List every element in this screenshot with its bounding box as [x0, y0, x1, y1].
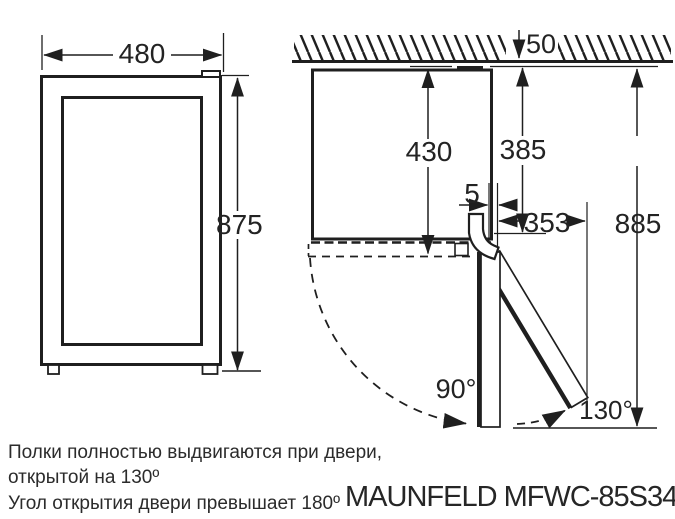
- overall-clearance-dimension: [513, 68, 657, 429]
- front-hinge-cap: [201, 70, 221, 78]
- hinge-clearance-label: 5: [464, 178, 480, 209]
- depth-overall-label: 430: [405, 136, 453, 167]
- front-width-label: 480: [118, 38, 166, 69]
- wall-hatch: [294, 35, 671, 60]
- top-view: [292, 30, 673, 429]
- front-width-dimension: [41, 33, 225, 72]
- top-cabinet-outline: [311, 68, 493, 241]
- rotation-arc-130: [516, 409, 566, 429]
- depth-body-dimension: [494, 67, 546, 235]
- hinge-clearance-dimension: [459, 183, 518, 250]
- door-open-90: [477, 251, 501, 428]
- front-height-dimension: [222, 74, 261, 372]
- model-name: MAUNFELD MFWC-85S34: [345, 481, 675, 513]
- door-handle: [467, 212, 500, 261]
- depth-body-label: 385: [499, 134, 547, 165]
- note-shelves-line1: Полки полностью выдвигаются при двери,: [8, 442, 383, 463]
- note-door-angle: Угол открытия двери превышает 180º: [8, 493, 341, 514]
- note-shelves-line2: открытой на 130º: [8, 467, 160, 488]
- wall-gap-label: 50: [525, 29, 557, 59]
- front-feet: [47, 364, 219, 375]
- door-angle-130-label: 130°: [579, 395, 633, 425]
- door-projection-dimension: [498, 202, 588, 414]
- front-glass-door-frame: [61, 96, 203, 346]
- front-view: [40, 33, 261, 375]
- door-swing-arc: [309, 257, 467, 429]
- front-height-label: 875: [216, 209, 263, 240]
- overall-clearance-label: 885: [614, 208, 662, 239]
- door-angle-90-label: 90°: [435, 374, 477, 404]
- closed-door-dashed: [307, 241, 491, 258]
- hinge-bracket: [454, 242, 469, 257]
- top-hinge-cap: [457, 66, 483, 70]
- door-projection-label: 353: [523, 207, 571, 238]
